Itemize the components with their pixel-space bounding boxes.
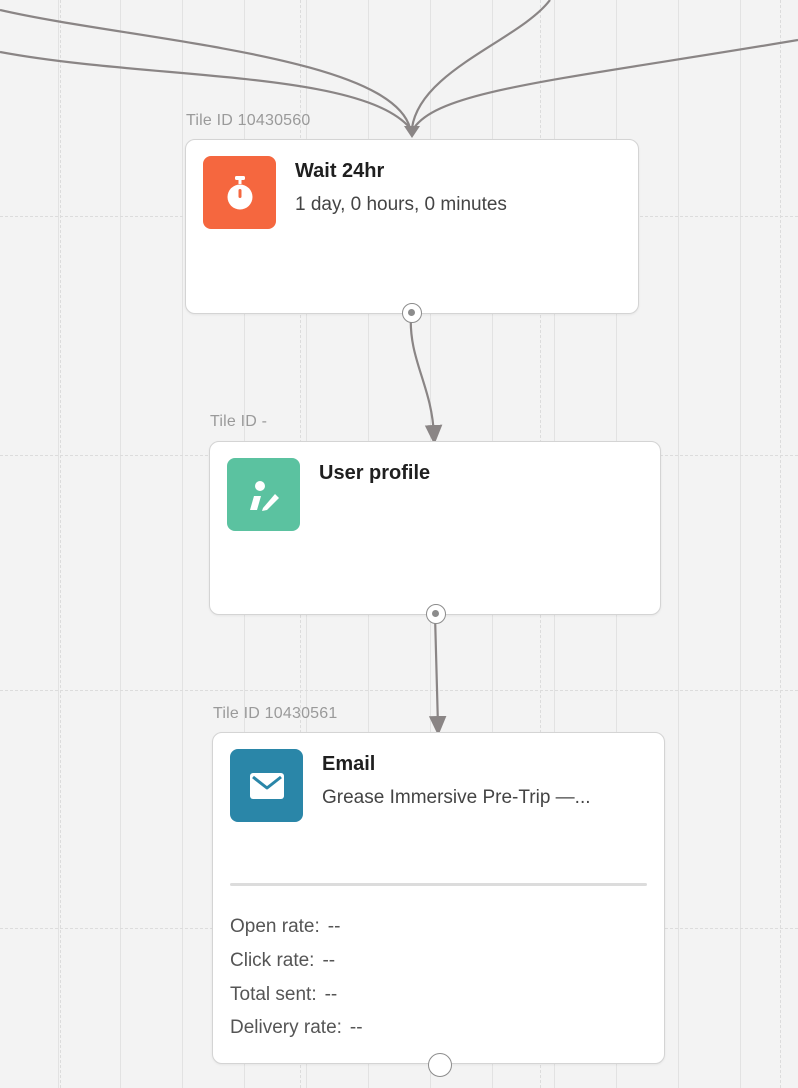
stat-click-rate: Click rate: -- (230, 950, 335, 972)
stat-value: -- (327, 916, 341, 937)
tile-id-label: Tile ID 10430561 (213, 705, 338, 722)
arrow-head (404, 126, 420, 138)
stat-open-rate: Open rate: -- (230, 916, 340, 938)
wait-tile[interactable]: Wait 24hr 1 day, 0 hours, 0 minutes (185, 139, 639, 323)
incoming-connector (0, 50, 411, 129)
incoming-connector (0, 8, 412, 129)
connector-wait-to-profile (409, 312, 443, 445)
incoming-connector (413, 38, 798, 129)
tile-title: Wait 24hr (295, 160, 385, 182)
stat-delivery-rate: Delivery rate: -- (230, 1017, 363, 1039)
email-tile[interactable]: Email Grease Immersive Pre-Trip —... Ope… (212, 732, 665, 1077)
output-port[interactable] (402, 303, 422, 323)
stat-label: Click rate: (230, 950, 315, 971)
tile-title: Email (322, 753, 376, 775)
stat-value: -- (322, 950, 336, 971)
stat-label: Total sent: (230, 984, 317, 1005)
stat-label: Open rate: (230, 916, 320, 937)
user-profile-tile[interactable]: User profile (209, 441, 661, 624)
stopwatch-icon (203, 156, 276, 229)
tile-subtitle: 1 day, 0 hours, 0 minutes (295, 194, 507, 215)
tile-subtitle: Grease Immersive Pre-Trip —... (322, 787, 591, 808)
output-port[interactable] (426, 604, 446, 624)
tile-title: User profile (319, 462, 431, 484)
connector-profile-to-email (428, 614, 447, 736)
grid-line (780, 0, 781, 1088)
envelope-icon (230, 749, 303, 822)
user-edit-icon (227, 458, 300, 531)
grid-line (0, 690, 798, 691)
output-port[interactable] (428, 1053, 452, 1077)
tile-id-label: Tile ID - (210, 413, 268, 430)
divider (230, 883, 647, 886)
stat-total-sent: Total sent: -- (230, 984, 337, 1006)
incoming-connector (410, 0, 551, 129)
grid-line (60, 0, 61, 1088)
stat-value: -- (324, 984, 338, 1005)
stat-value: -- (349, 1017, 363, 1038)
tile-id-label: Tile ID 10430560 (186, 112, 311, 129)
stat-label: Delivery rate: (230, 1017, 342, 1038)
